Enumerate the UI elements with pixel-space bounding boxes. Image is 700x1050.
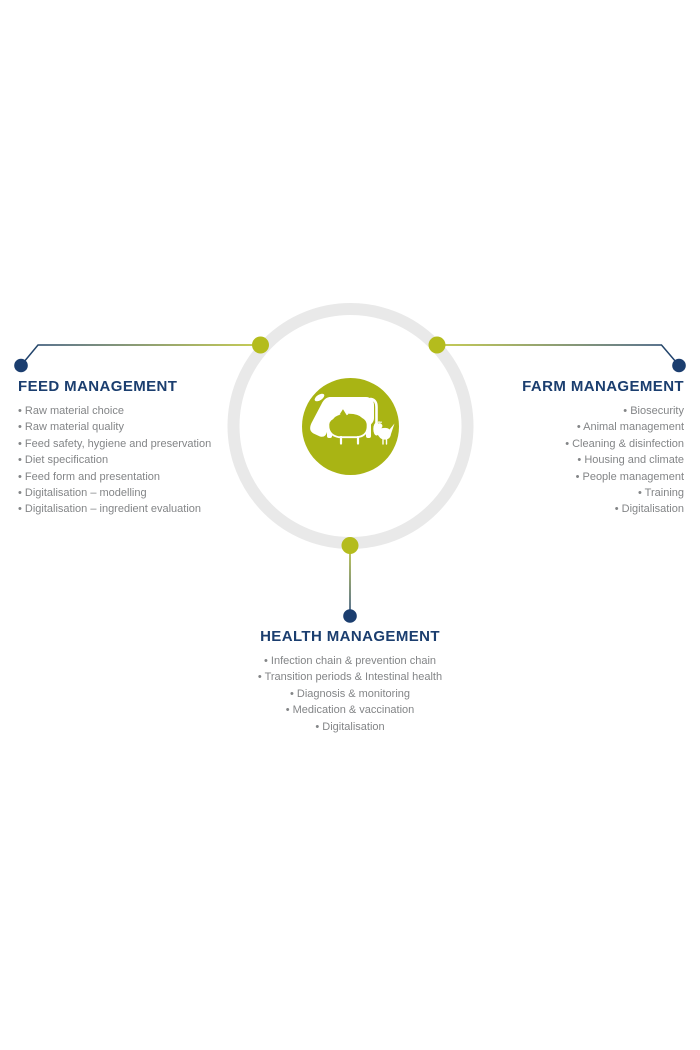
health-management-title: HEALTH MANAGEMENT — [260, 628, 440, 645]
health-hub-dot — [341, 537, 359, 554]
list-item: • Medication & vaccination — [285, 704, 415, 717]
list-item: • Biosecurity — [623, 405, 684, 417]
list-item: • Training — [637, 487, 684, 500]
list-item: • Raw material quality — [18, 421, 124, 434]
feed-hub-dot — [252, 336, 269, 354]
feed-connector-line — [20, 344, 261, 366]
list-item: • Infection chain & prevention chain — [263, 655, 436, 667]
pig-icon — [327, 406, 372, 445]
list-item: • Animal management — [576, 421, 684, 434]
chicken-icon — [373, 421, 395, 445]
livestock-icon — [310, 393, 395, 445]
list-item: • Diet specification — [18, 454, 109, 467]
list-item: • Housing and climate — [577, 454, 684, 467]
farm-connector-line — [437, 344, 680, 366]
feed-management-title: FEED MANAGEMENT — [18, 378, 178, 395]
list-item: • Feed safety, hygiene and preservation — [18, 437, 212, 450]
farm-hub-dot — [428, 336, 446, 354]
list-item: • Digitalisation – modelling — [18, 487, 147, 500]
list-item: • Diagnosis & monitoring — [289, 687, 411, 700]
list-item: • Raw material choice — [18, 405, 124, 417]
list-item: • Cleaning & disinfection — [565, 437, 684, 450]
farm-management-list: • Biosecurity • Animal management • Cleani… — [384, 403, 684, 518]
health-end-dot — [343, 609, 357, 623]
feed-management-list: • Raw material choice • Raw material qual… — [18, 403, 318, 518]
health-management-section: HEALTH MANAGEMENT • Infection chain & pr… — [0, 628, 700, 735]
feed-end-dot — [14, 358, 28, 373]
list-item: • Digitalisation — [614, 503, 684, 516]
farm-end-dot — [672, 358, 686, 373]
list-item: • People management — [575, 470, 684, 483]
farm-management-section: FARM MANAGEMENT • Biosecurity • Animal ma… — [384, 378, 684, 518]
farm-management-title: FARM MANAGEMENT — [522, 378, 684, 395]
feed-management-section: FEED MANAGEMENT • Raw material choice• R… — [18, 378, 318, 518]
list-item: • Transition periods & Intestinal health — [257, 671, 443, 684]
list-item: • Feed form and presentation — [18, 470, 161, 483]
list-item: • Digitalisation — [315, 720, 385, 733]
health-management-list: • Infection chain & prevention chain • Tr… — [0, 653, 700, 735]
list-item: • Digitalisation – ingredient evaluation — [18, 503, 202, 516]
